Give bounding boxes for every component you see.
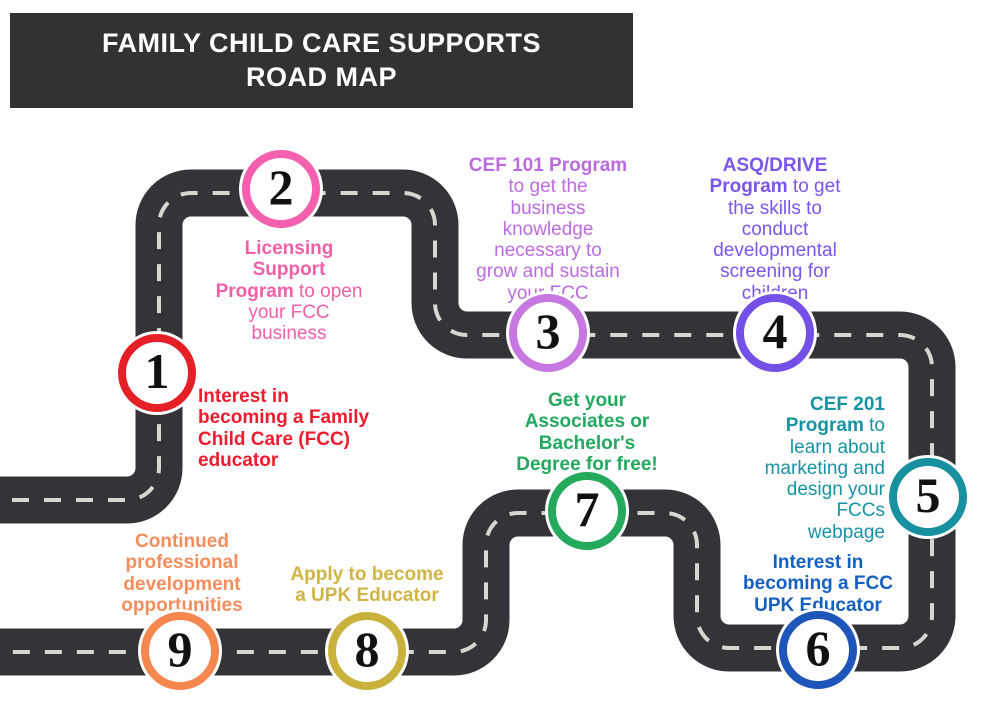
step-7-label: Get your Associates or Bachelor's Degree… <box>487 390 687 475</box>
step-9-label-lead: Continued professional development oppor… <box>121 531 243 616</box>
step-9-label: Continued professional development oppor… <box>82 531 282 616</box>
step-5-label-rest: to learn about marketing and design your… <box>764 415 885 543</box>
milestone-3-number: 3 <box>535 303 561 359</box>
milestone-9: 9 <box>141 612 219 690</box>
milestone-3: 3 <box>509 294 587 372</box>
step-4-label-lead: ASQ/DRIVE Program <box>709 155 828 198</box>
step-4-label: ASQ/DRIVE Program to get the skills to c… <box>675 155 875 304</box>
step-2-label: Licensing Support Program to open your F… <box>199 238 379 344</box>
milestone-4-number: 4 <box>762 303 788 359</box>
milestone-8: 8 <box>328 612 406 690</box>
step-8-label: Apply to become a UPK Educator <box>267 564 467 607</box>
milestone-7-number: 7 <box>574 481 600 537</box>
step-5-label: CEF 201 Program to learn about marketing… <box>685 394 885 543</box>
milestone-6-number: 6 <box>805 620 831 676</box>
milestone-2: 2 <box>242 150 320 228</box>
step-7-label-lead: Get your Associates or Bachelor's Degree… <box>516 390 658 475</box>
milestone-8-number: 8 <box>354 621 380 677</box>
step-5-label-lead: CEF 201 Program <box>785 394 885 437</box>
step-3-label-rest: to get the business knowledge necessary … <box>476 176 620 304</box>
milestone-4: 4 <box>736 294 814 372</box>
step-6-label-lead: Interest in becoming a FCC UPK Educator <box>743 552 893 616</box>
step-3-label: CEF 101 Program to get the business know… <box>448 155 648 304</box>
milestone-5: 5 <box>889 458 967 536</box>
step-3-label-lead: CEF 101 Program <box>468 155 628 176</box>
milestone-2-number: 2 <box>268 159 294 215</box>
step-1-label-lead: Interest in becoming a Family Child Care… <box>198 386 370 471</box>
milestone-6: 6 <box>779 611 857 689</box>
title-bar: FAMILY CHILD CARE SUPPORTS ROAD MAP <box>10 13 633 108</box>
step-1-label: Interest in becoming a Family Child Care… <box>198 386 398 471</box>
milestone-1: 1 <box>118 334 196 412</box>
milestone-1-number: 1 <box>144 343 170 399</box>
milestone-9-number: 9 <box>167 621 193 677</box>
step-2-label-lead: Licensing Support Program <box>215 238 334 302</box>
step-2-label-rest: to open your FCC business <box>248 280 363 345</box>
milestone-5-number: 5 <box>915 467 941 523</box>
milestone-7: 7 <box>548 472 626 550</box>
step-8-label-lead: Apply to become a UPK Educator <box>290 564 444 607</box>
page-title: FAMILY CHILD CARE SUPPORTS ROAD MAP <box>101 27 542 92</box>
step-6-label: Interest in becoming a FCC UPK Educator <box>718 552 918 616</box>
